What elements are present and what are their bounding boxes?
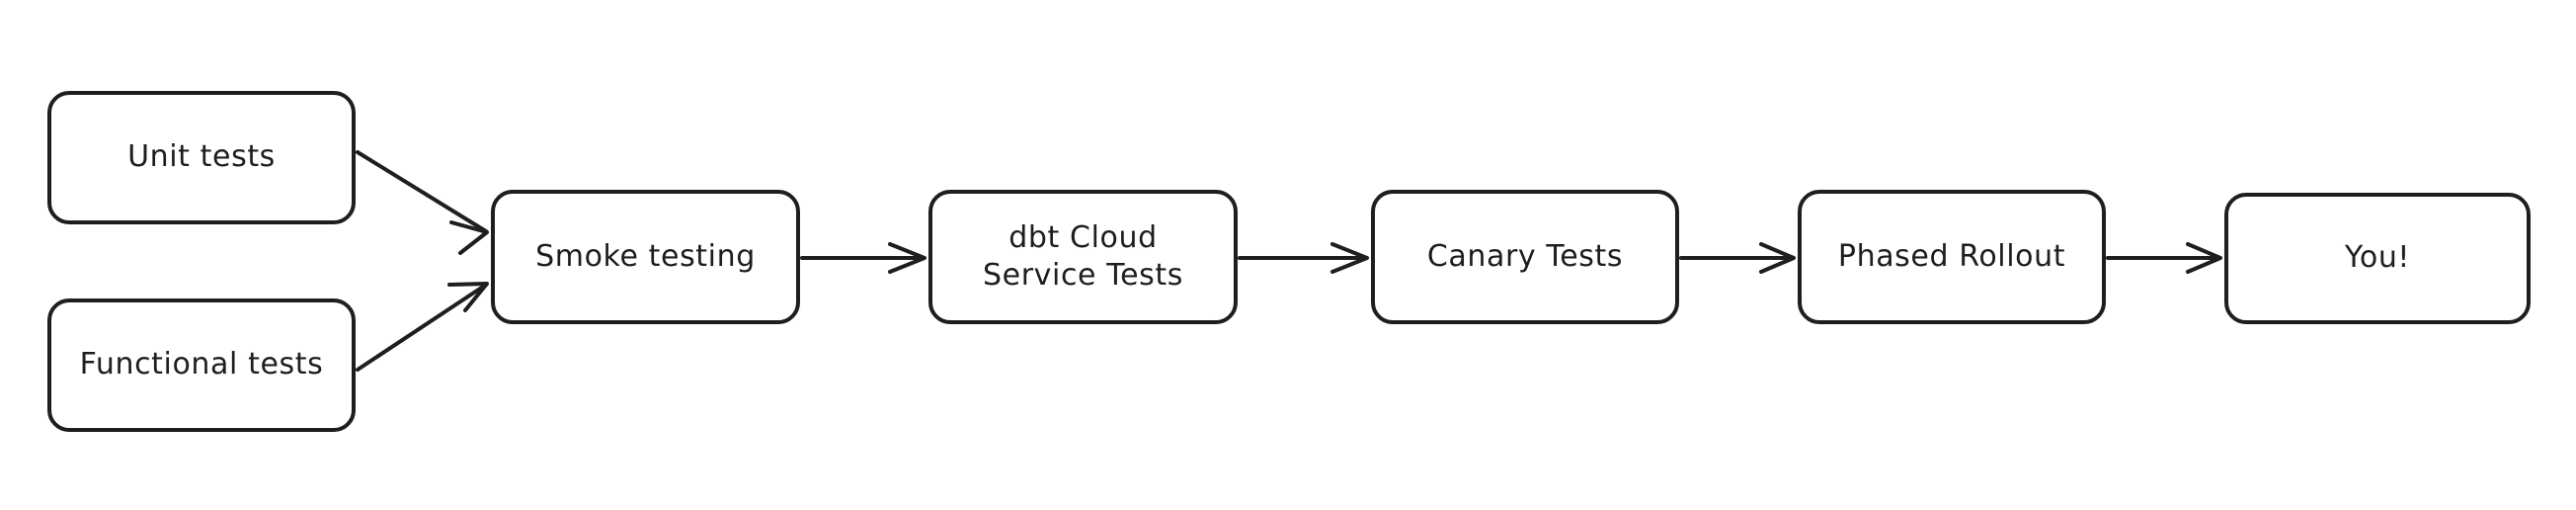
edge-functional-tests-to-smoke-testing [356,282,489,372]
node-label-unit-tests: Unit tests [127,139,276,175]
node-label-smoke-testing: Smoke testing [535,238,756,274]
node-label-phased-rollout: Phased Rollout [1837,238,2066,274]
node-label-you: You! [2344,240,2411,276]
node-smoke-testing[interactable]: Smoke testing [491,190,800,324]
node-label-canary-tests: Canary Tests [1426,238,1624,274]
edge-dbt-cloud-service-tests-to-canary-tests [1238,242,1369,274]
node-label-dbt-cloud-service-tests: dbt Cloud Service Tests [983,219,1183,293]
edge-smoke-testing-to-dbt-cloud-service-tests [800,242,926,274]
edge-unit-tests-to-smoke-testing [356,150,489,255]
edge-phased-rollout-to-you [2106,242,2222,274]
node-you[interactable]: You! [2224,193,2531,324]
node-label-functional-tests: Functional tests [79,347,324,382]
node-dbt-cloud-service-tests[interactable]: dbt Cloud Service Tests [928,190,1238,324]
node-unit-tests[interactable]: Unit tests [47,91,356,224]
node-canary-tests[interactable]: Canary Tests [1371,190,1679,324]
edge-canary-tests-to-phased-rollout [1679,242,1796,274]
node-functional-tests[interactable]: Functional tests [47,298,356,432]
node-phased-rollout[interactable]: Phased Rollout [1798,190,2106,324]
